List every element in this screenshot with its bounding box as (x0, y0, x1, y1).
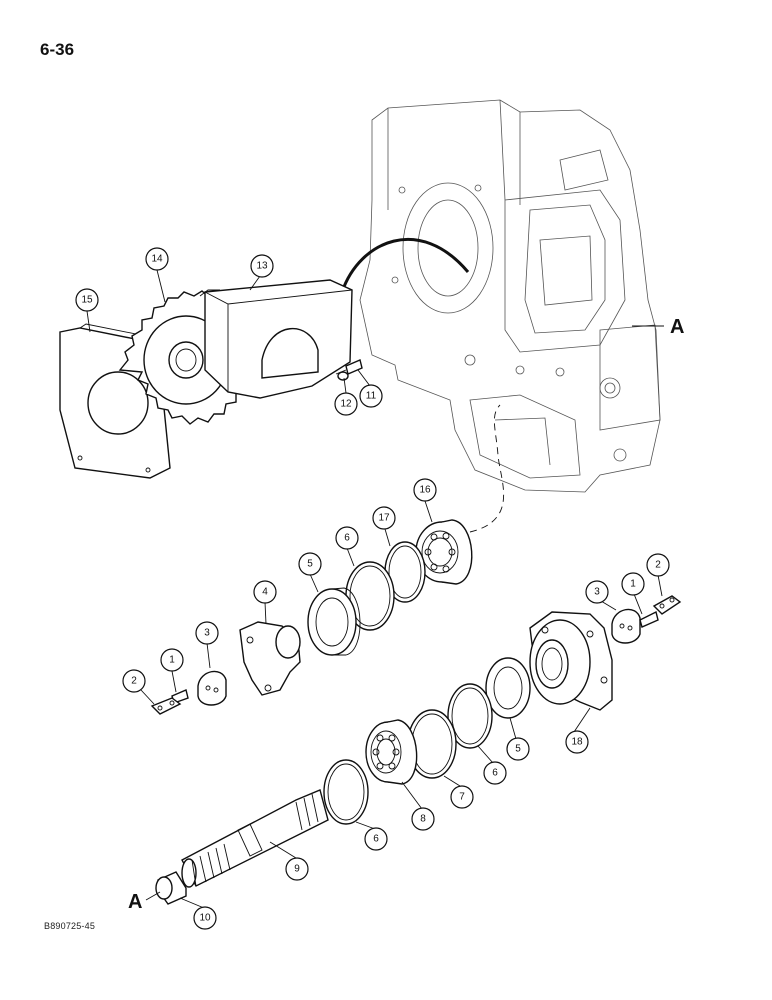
drawing-code: B890725-45 (44, 921, 96, 931)
svg-text:14: 14 (151, 254, 163, 265)
seal-5-lower (485, 657, 531, 719)
callout-2-left: 2 (122, 669, 146, 693)
svg-text:17: 17 (378, 513, 390, 524)
reference-marker-a-lower: A (128, 891, 142, 913)
callout-18: 18 (565, 730, 589, 754)
callout-10: 10 (193, 906, 217, 930)
bearing-16 (415, 519, 473, 585)
svg-text:16: 16 (419, 485, 431, 496)
svg-text:2: 2 (655, 560, 661, 571)
bushing-10 (155, 871, 187, 905)
lock-plate-2-left (150, 697, 182, 715)
snap-ring-6-middle (447, 683, 493, 749)
svg-text:12: 12 (340, 399, 352, 410)
callout-8: 8 (411, 807, 435, 831)
svg-text:6: 6 (344, 533, 350, 544)
seal-5-upper (307, 587, 361, 656)
callout-6-upper: 6 (335, 526, 359, 550)
shaft-9 (181, 789, 329, 888)
leader-lines (86, 269, 663, 909)
washer-12 (337, 371, 349, 381)
cap-3-left (197, 670, 227, 706)
cover-13 (204, 279, 353, 399)
callout-2-right: 2 (646, 553, 670, 577)
callout-12: 12 (334, 392, 358, 416)
callout-13: 13 (250, 254, 274, 278)
svg-text:1: 1 (169, 655, 175, 666)
snap-ring-6-upper (345, 561, 395, 631)
snap-ring-6-lower (323, 759, 369, 825)
bearing-8 (365, 719, 418, 785)
svg-text:6: 6 (492, 768, 498, 779)
callout-5-lower: 5 (506, 737, 530, 761)
yoke-4 (239, 621, 301, 696)
cap-3-right (611, 608, 641, 644)
svg-text:5: 5 (515, 744, 521, 755)
reference-arrow-lower (145, 891, 161, 901)
callout-15: 15 (75, 288, 99, 312)
callout-5-upper: 5 (298, 552, 322, 576)
callout-17: 17 (372, 506, 396, 530)
callout-14: 14 (145, 247, 169, 271)
svg-text:1: 1 (630, 579, 636, 590)
svg-text:3: 3 (204, 628, 210, 639)
svg-text:10: 10 (199, 913, 211, 924)
svg-text:5: 5 (307, 559, 313, 570)
svg-text:4: 4 (262, 587, 268, 598)
bolt-1-right (639, 610, 659, 628)
callout-1-right: 1 (621, 572, 645, 596)
callout-7: 7 (450, 785, 474, 809)
reference-marker-a-upper: A (670, 316, 684, 338)
callout-11: 11 (359, 384, 383, 408)
callout-4: 4 (253, 580, 277, 604)
callout-3-right: 3 (585, 580, 609, 604)
svg-text:18: 18 (571, 737, 583, 748)
dashed-routing-line (469, 404, 504, 533)
bearing-housing-18 (529, 611, 613, 711)
svg-text:6: 6 (373, 834, 379, 845)
callout-16: 16 (413, 478, 437, 502)
svg-text:8: 8 (420, 814, 426, 825)
page-number: 6-36 (40, 40, 75, 59)
svg-text:15: 15 (81, 295, 93, 306)
svg-text:2: 2 (131, 676, 137, 687)
callout-1-left: 1 (160, 648, 184, 672)
transmission-housing (359, 99, 661, 493)
snap-ring-7 (407, 709, 457, 779)
callout-9: 9 (285, 857, 309, 881)
callout-6-middle: 6 (483, 761, 507, 785)
svg-text:13: 13 (256, 261, 268, 272)
rotation-arrow (340, 238, 470, 293)
svg-text:3: 3 (594, 587, 600, 598)
svg-text:7: 7 (459, 792, 465, 803)
callout-3-left: 3 (195, 621, 219, 645)
svg-text:9: 9 (294, 864, 300, 875)
callout-6-lower: 6 (364, 827, 388, 851)
svg-text:11: 11 (366, 391, 377, 402)
lock-plate-2-right (652, 595, 682, 615)
